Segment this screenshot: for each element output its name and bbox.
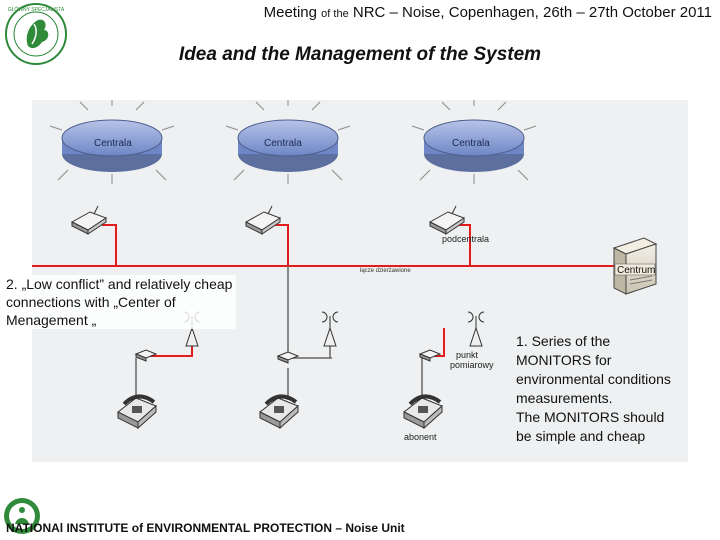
slide-title: Idea and the Management of the System — [178, 44, 542, 65]
network-diagram-canvas: Centrala Centrala Centrala — [32, 100, 658, 442]
centrala-node-3 — [411, 100, 537, 184]
note-low-conflict-connections: 2. „Low conflict” and relatively cheap c… — [6, 275, 236, 329]
header-text-part1: Meeting — [263, 4, 322, 21]
telephone-icon-2 — [259, 394, 299, 430]
note-monitors-line-4: measurements. — [516, 390, 613, 406]
centrala-label-2: Centrala — [264, 138, 302, 149]
modem-icon-3 — [428, 205, 466, 235]
centrala-node-1 — [49, 100, 175, 184]
antenna-station-icon-3 — [467, 311, 485, 347]
field-modem-icon-3 — [418, 349, 442, 362]
note-monitors-line-2: MONITORS for — [516, 352, 612, 368]
svg-text:GŁÓWNY SPECJALISTA: GŁÓWNY SPECJALISTA — [8, 6, 65, 13]
punkt-label-line2: pomiarowy — [450, 360, 494, 370]
centrum-server-icon — [612, 237, 658, 295]
centrala-label-1: Centrala — [94, 138, 132, 149]
note-monitors-series: 1. Series of the MONITORS for environmen… — [516, 332, 716, 446]
abonent-label: abonent — [404, 432, 437, 442]
footer-institute-name: NATIONAl INSTITUTE of ENVIRONMENTAL PROT… — [6, 521, 405, 535]
header-text-part3: NRC – Noise, Copenhagen, 26th – 27th Oct… — [348, 4, 712, 21]
field-modem-icon-1 — [134, 349, 158, 362]
telephone-icon-3 — [403, 394, 443, 430]
note-monitors-line-6: be simple and cheap — [516, 428, 646, 444]
centrum-label: Centrum — [617, 265, 655, 276]
meeting-header: Meeting of the NRC – Noise, Copenhagen, … — [264, 4, 712, 21]
institute-seal-logo: GŁÓWNY SPECJALISTA — [5, 3, 67, 65]
centrala-label-3: Centrala — [452, 138, 490, 149]
podcentrala-label: podcentrala — [442, 234, 489, 244]
note-monitors-line-3: environmental conditions — [516, 371, 671, 387]
header-text-part2: of the — [321, 8, 349, 20]
note-monitors-line-5: The MONITORS should — [516, 409, 665, 425]
punkt-label-line1: punkt — [456, 350, 479, 360]
field-modem-icon-2 — [276, 351, 300, 364]
note-monitors-line-1: 1. Series of the — [516, 333, 611, 349]
telephone-icon-1 — [117, 394, 157, 430]
institute-footer-logo — [4, 498, 40, 534]
modem-icon-2 — [244, 205, 282, 235]
leased-line-label: łącze dzierżawione — [360, 268, 411, 274]
modem-icon-1 — [70, 205, 108, 235]
antenna-station-icon-2 — [321, 311, 339, 347]
centrala-node-2 — [225, 100, 351, 184]
